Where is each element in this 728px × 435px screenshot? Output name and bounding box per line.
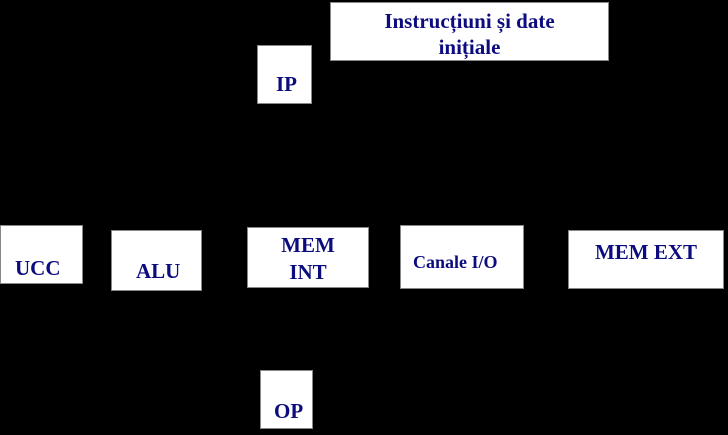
mem-int-line2: INT [289,260,327,284]
canale-io-label: Canale I/O [413,252,498,272]
ucc-box: UCC [0,225,83,284]
mem-int-line1: MEM [281,233,335,257]
alu-box: ALU [111,230,202,291]
alu-label: ALU [136,259,181,283]
op-label: OP [274,399,304,423]
initial-data-box: Instrucțiuni și date inițiale [330,2,609,61]
mem-int-box: MEM INT [247,227,369,288]
initial-data-line1: Instrucțiuni și date [384,9,555,33]
ucc-label: UCC [15,256,61,280]
ip-label: IP [276,72,297,96]
canale-io-box: Canale I/O [400,225,524,289]
op-box: OP [260,370,313,429]
ip-box: IP [257,45,312,104]
mem-ext-label: MEM EXT [594,240,698,264]
mem-ext-box: MEM EXT [568,230,724,289]
initial-data-line2: inițiale [438,35,501,59]
